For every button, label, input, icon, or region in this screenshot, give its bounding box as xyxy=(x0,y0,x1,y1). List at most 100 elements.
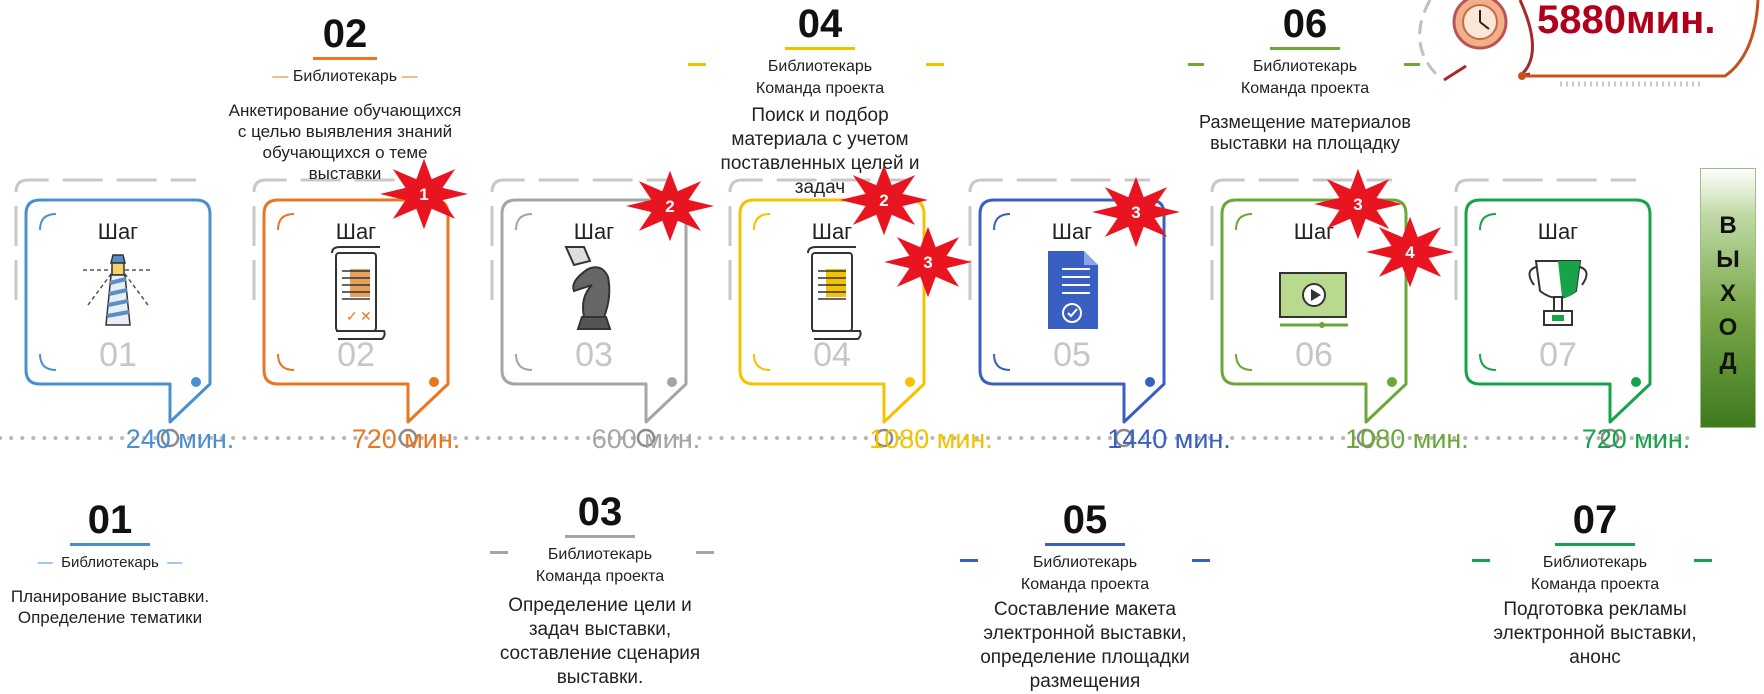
step-card: Шаг 04 xyxy=(728,178,926,448)
step-card: Шаг 06 xyxy=(1210,178,1408,448)
description-line: Поиск и подбор xyxy=(751,105,889,126)
burst-number: 3 xyxy=(1131,203,1140,222)
timeline-node xyxy=(1114,428,1134,448)
role-label: Библиотекарь xyxy=(1542,554,1648,571)
timeline-node xyxy=(874,428,894,448)
burst-marker xyxy=(1092,176,1180,248)
role-label: Команда проекта xyxy=(1020,576,1150,593)
description-line: задач xyxy=(794,177,846,198)
step-big-number: 04 xyxy=(797,2,843,46)
timeline-node xyxy=(398,428,418,448)
step-number: 01 xyxy=(99,336,137,374)
burst-marker xyxy=(884,226,972,298)
step-number: 05 xyxy=(1053,336,1091,374)
description-line: задач выставки, xyxy=(528,619,672,640)
step-label: Шаг xyxy=(812,219,852,244)
burst-marker xyxy=(626,170,714,242)
file-check-icon xyxy=(1048,251,1098,329)
dash-decoration xyxy=(926,63,944,66)
duration-label: 720 мин. xyxy=(1581,424,1691,454)
description-line: Определение тематики xyxy=(17,608,203,627)
exit-letter: О xyxy=(1718,314,1738,341)
exit-letter: Д xyxy=(1719,348,1737,375)
role-label: Команда проекта xyxy=(1530,576,1660,593)
dash-decoration xyxy=(490,551,508,554)
step-03-info: 03 Библиотекарь Команда проекта Определе… xyxy=(460,490,740,690)
step-label: Шаг xyxy=(1294,219,1334,244)
description-line: поставленных целей и xyxy=(720,153,920,174)
step-label: Шаг xyxy=(98,219,138,244)
lighthouse-icon xyxy=(83,254,153,326)
role-label: Команда проекта xyxy=(755,80,885,97)
svg-text:✓: ✓ xyxy=(346,308,358,324)
role-label: Библиотекарь xyxy=(1032,554,1138,571)
timeline-node xyxy=(160,428,180,448)
step-label: Шаг xyxy=(336,219,376,244)
step-label: Шаг xyxy=(574,219,614,244)
step-big-number: 03 xyxy=(577,490,623,534)
role-label: Команда проекта xyxy=(535,568,665,585)
dash-decoration xyxy=(1188,63,1204,66)
description-line: Анкетирование обучающихся xyxy=(228,101,462,120)
duration-label: 1440 мин. xyxy=(1107,424,1231,454)
role-label: Команда проекта xyxy=(1240,80,1370,97)
step-big-number: 02 xyxy=(322,12,368,56)
video-player-icon xyxy=(1279,272,1348,328)
description-line: Составление макета xyxy=(993,599,1177,620)
burst-number: 2 xyxy=(879,191,888,210)
description-line: Подготовка рекламы xyxy=(1503,599,1687,620)
exit-letter: В xyxy=(1719,212,1737,239)
description-line: электронной выставки, xyxy=(983,623,1187,644)
step-label: Шаг xyxy=(1538,219,1578,244)
exit-letter: Х xyxy=(1719,280,1736,307)
step-big-number: 01 xyxy=(87,498,133,542)
duration-label: 600 мин. xyxy=(591,424,701,454)
description-line: Планирование выставки. xyxy=(10,587,210,606)
description-line: выставки. xyxy=(556,667,644,688)
step-05-info: 05 Библиотекарь Команда проекта Составле… xyxy=(940,498,1230,694)
step-number: 02 xyxy=(337,336,375,374)
step-big-number: 07 xyxy=(1572,498,1618,542)
step-04-info: 04 Библиотекарь Команда проекта Поиск и … xyxy=(670,2,970,200)
description-line: определение площадки xyxy=(980,647,1190,668)
timeline-node xyxy=(1600,428,1620,448)
step-label: Шаг xyxy=(1052,219,1092,244)
step-number: 06 xyxy=(1295,336,1333,374)
dash-decoration xyxy=(960,559,978,562)
burst-number: 3 xyxy=(1353,195,1362,214)
duration-label: 720 мин. xyxy=(351,424,461,454)
step-01-info: 01 — Библиотекарь — Планирование выставк… xyxy=(0,498,220,628)
exit-button[interactable]: В Ы Х О Д xyxy=(1700,168,1756,428)
timeline-node xyxy=(1356,428,1376,448)
step-02-info: 02 — Библиотекарь — Анкетирование обучаю… xyxy=(210,12,480,184)
step-big-number: 06 xyxy=(1282,2,1328,46)
step-card: Шаг 05 xyxy=(968,178,1166,448)
burst-marker xyxy=(1366,216,1454,288)
description-line: размещения xyxy=(1029,671,1141,692)
total-badge xyxy=(1418,0,1760,87)
duration-label: 1080 мин. xyxy=(1345,424,1469,454)
description-line: выставки xyxy=(308,164,382,183)
dash-decoration xyxy=(1694,559,1712,562)
step-number: 04 xyxy=(813,336,851,374)
svg-text:✕: ✕ xyxy=(360,308,372,324)
burst-number: 2 xyxy=(665,197,674,216)
description-line: материала с учетом xyxy=(731,129,909,150)
total-time: 5880мин. xyxy=(1537,0,1716,42)
duration-label: 1080 мин. xyxy=(869,424,993,454)
step-big-number: 05 xyxy=(1062,498,1108,542)
duration-label: 240 мин. xyxy=(125,424,235,454)
scroll-icon xyxy=(807,246,862,340)
dash-decoration xyxy=(1404,63,1420,66)
description-line: Размещение материалов xyxy=(1199,112,1411,132)
description-line: Определение цели и xyxy=(508,595,692,616)
dash-decoration xyxy=(1472,559,1490,562)
burst-marker xyxy=(1314,168,1402,240)
timeline-node xyxy=(636,428,656,448)
dash-decoration xyxy=(1192,559,1210,562)
step-card: Шаг 01 xyxy=(14,178,212,448)
trophy-icon xyxy=(1528,260,1588,326)
